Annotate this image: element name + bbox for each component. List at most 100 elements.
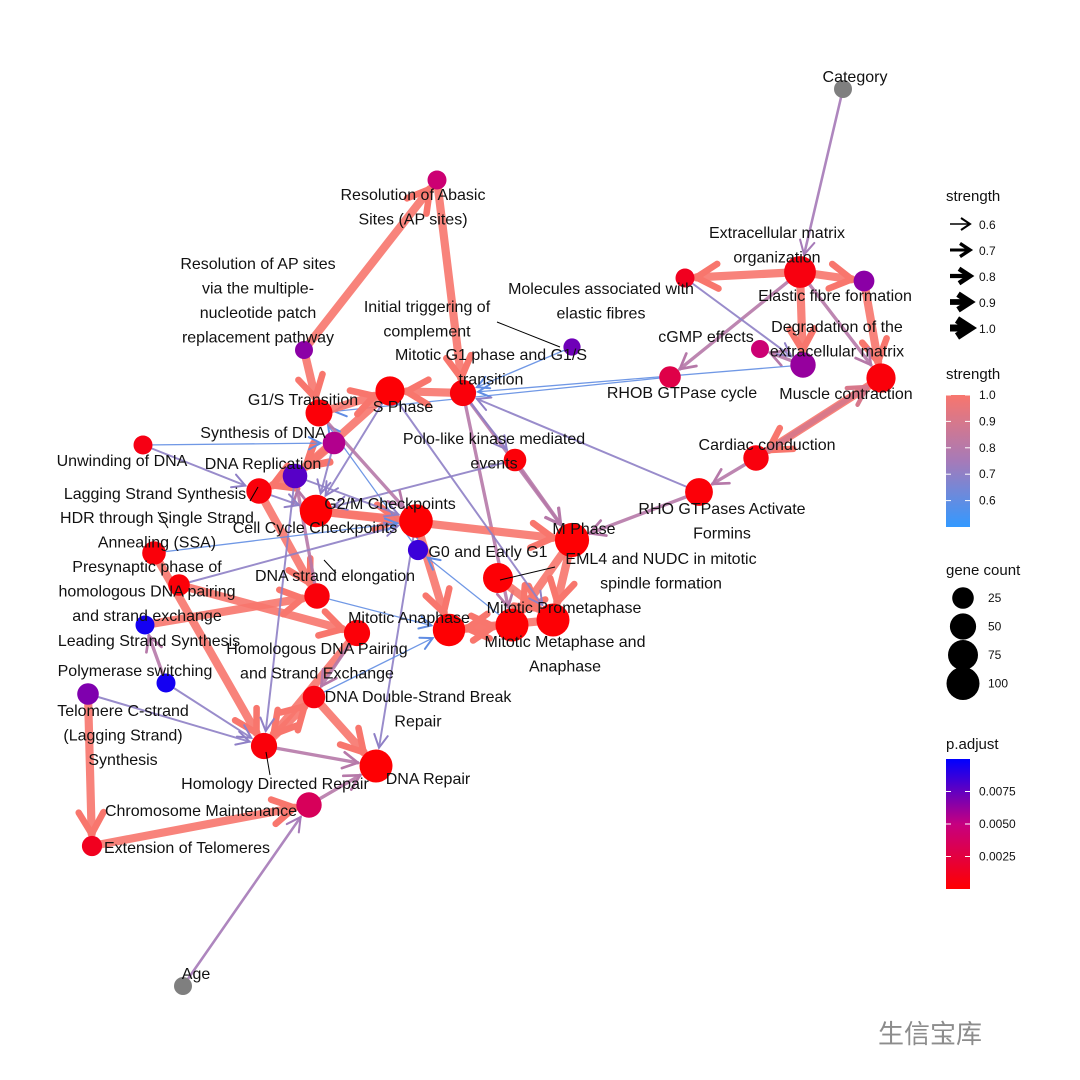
node-g1s_mit [449,379,477,407]
legend-arrow-value: 1.0 [979,322,996,336]
edge-line [426,556,513,626]
node-label-rhob: RHOB GTPase cycle [607,385,757,402]
node-mphase [554,522,590,558]
edge-arrowhead [231,704,260,739]
node-hdr [250,732,278,760]
node-plk [503,448,527,472]
edge-line [684,277,793,358]
edge-line [309,692,368,757]
leader-line-lagging [249,486,259,502]
node-mito_ana [432,613,466,647]
legend-size-title: gene count [946,562,1021,579]
edge-arrowhead [300,440,334,472]
legend-size-key: 100 [946,667,1008,700]
legend-padj-tick: 0.0075 [979,785,1016,799]
legend-arrow-value: 0.8 [979,270,996,284]
node-label-age: Age [182,966,211,983]
edge-line [165,682,253,739]
edge-line [142,444,247,487]
edge-ext_telo-to-chromo [87,796,301,851]
node-label-cgmp: cGMP effects [658,329,753,346]
node-label-mito_ana: Mitotic Anaphase [348,610,470,627]
edge-arrowhead [775,342,793,358]
edge-arrowhead [474,375,492,390]
edge-arrowhead [267,796,301,828]
legend-size-key: 50 [949,613,1002,640]
edge-initial-to-g1s_mit [474,346,573,390]
node-ecm [784,256,816,288]
edge-arrowhead [854,346,873,368]
node-label-muscle: Muscle contraction [779,386,912,403]
edge-arrowhead [383,502,401,518]
edge-line [432,175,466,383]
edge-arrowhead [422,585,453,619]
node-label-g2m: G2/M Checkpoints [324,496,456,513]
legend-strength-tick: 0.8 [979,441,996,455]
edge-mito_meta-to-g0 [425,556,513,626]
edge-line [264,475,296,732]
edge-category-to-ecm [799,87,845,257]
edge-line [142,442,322,446]
edge-arrowhead [403,183,434,217]
node-g1s [305,399,333,427]
edge-line [678,270,802,371]
node-label-cardiac: Cardiac conduction [699,437,836,454]
node-label-chromo: Chromosome Maintenance [105,803,297,820]
edge-arrowhead [443,351,475,385]
legend-strength-tick: 0.6 [979,494,996,508]
leader-line-hdr [265,751,271,776]
edges-layer [75,87,890,988]
node-cardiac [743,445,769,471]
legend-arrow-key: 0.6 [950,217,996,232]
edge-line [802,87,845,256]
edge-arrowhead [277,701,310,734]
leader-line-hdr_ssa [157,511,169,529]
edge-g1s-to-cc_check [317,411,406,510]
edge-cc_check-to-dna_repair [373,520,417,750]
node-label-ext_telo: Extension of Telomeres [104,840,270,857]
edge-arrowhead [710,468,731,486]
edge-arrowhead [689,260,722,292]
edge-line [475,397,700,493]
edge-arrowhead [844,384,871,407]
edge-line [588,490,701,535]
edge-mol_elastic-to-degradation [684,277,793,358]
node-synth_dna [322,431,346,455]
edge-arrowhead [495,589,515,610]
edge-arrowhead [295,370,326,405]
node-category [834,80,852,98]
edge-arrowhead [527,519,560,551]
edge-arrowhead [346,387,381,418]
edge-pol_switch-to-hdr [165,682,254,739]
edge-line [181,815,302,988]
edge-ecm-to-muscle [798,270,873,368]
node-label-unwinding: Unwinding of DNA [57,453,188,470]
node-ap_multi [295,341,313,359]
edge-arrowhead [285,815,302,834]
edge-line [477,364,804,393]
node-label-g1s: G1/S Transition [248,392,358,409]
edge-leading-to-dna_elong [140,586,309,630]
legend-strength-tick: 1.0 [979,388,996,402]
node-label-telo_c: Telomere C-strand(Lagging Strand)Synthes… [57,703,189,769]
edge-line [513,458,563,527]
edge-cardiac-to-muscle [753,384,871,461]
edge-telo_c-to-ext_telo [75,689,107,841]
node-initial [563,338,581,356]
edge-arrowhead [145,633,163,654]
node-label-dna_elong: DNA strand elongation [255,568,415,585]
edge-unwinding-to-synth_dna [142,436,323,451]
legend-arrow-keys: 0.60.70.80.91.0 [950,217,996,340]
edge-arrowhead [786,325,818,357]
legend-arrow-value: 0.9 [979,296,996,310]
node-dna_repair [359,749,393,783]
